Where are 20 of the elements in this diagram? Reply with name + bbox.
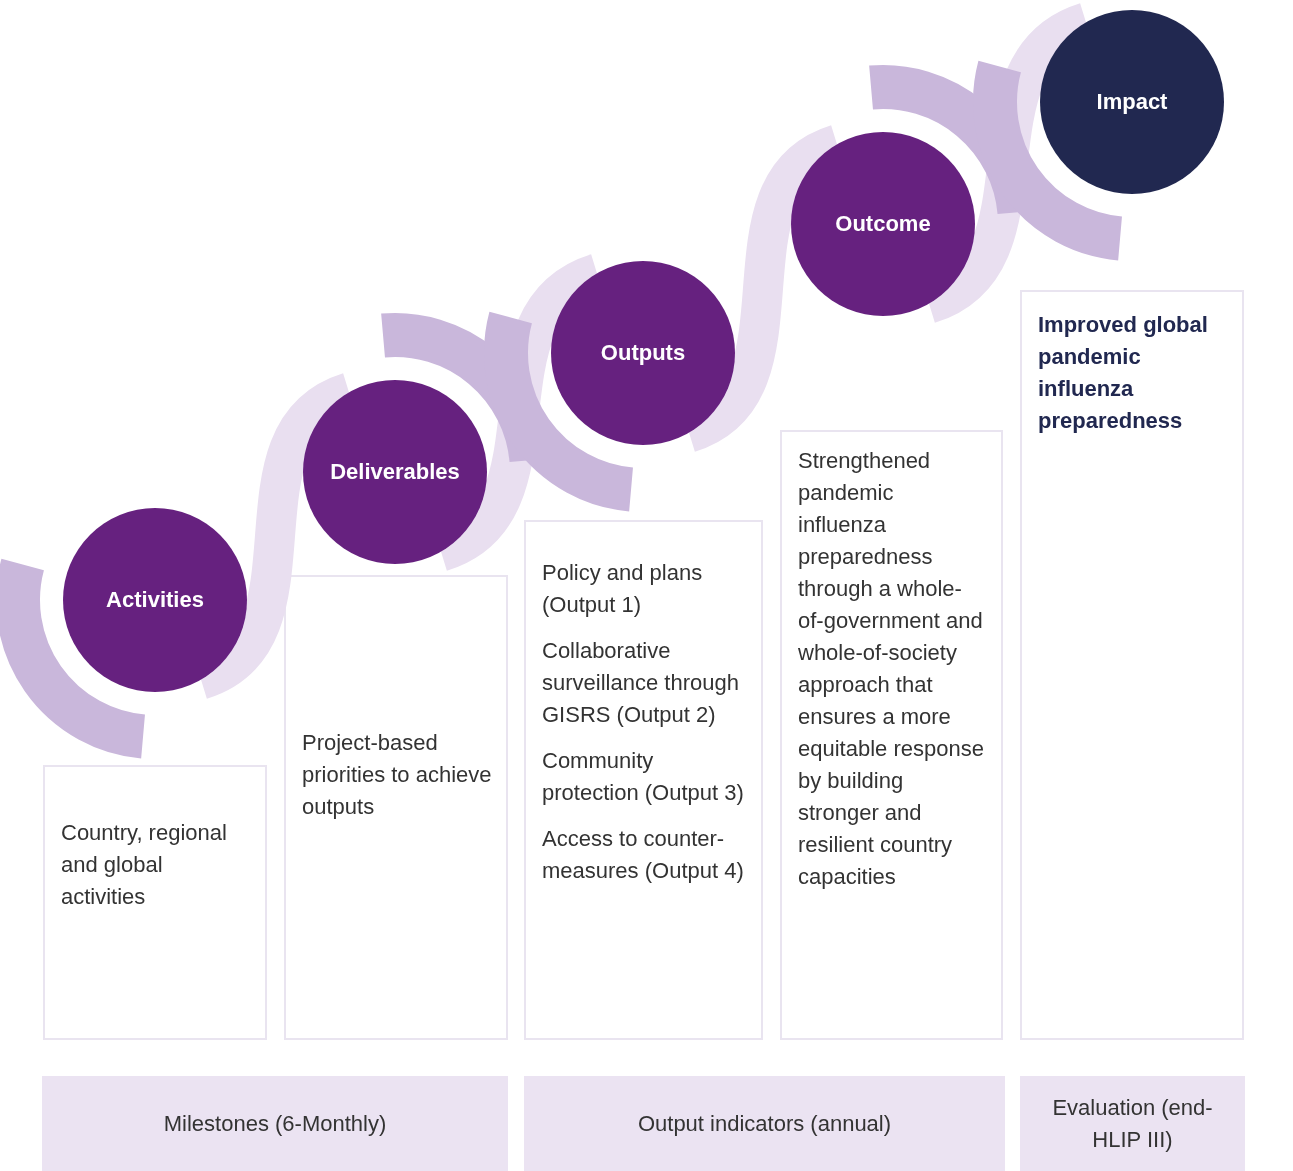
description-text: Project-based priorities to achieve outputs — [302, 729, 492, 821]
description-text: Strengthened pandemic influenza preparedness through a whole-of-government and whole-of-society approach that ensures a more equitable response by building stronger and resilient country capacities — [798, 447, 985, 891]
stage-circle: Outputs — [551, 261, 735, 445]
description-text: Community protection (Output 3) — [542, 747, 745, 807]
description-text: Collaborative surveillance through GISRS (Output 2) — [542, 637, 740, 729]
column-panel — [524, 520, 763, 1040]
stage-circle: Outcome — [791, 132, 975, 316]
column-panel — [43, 765, 267, 1040]
indicator-band: Evaluation (end-HLIP III) — [1020, 1076, 1245, 1171]
column-panel — [1020, 290, 1244, 1040]
description-text: Country, regional and global activities — [61, 819, 228, 911]
indicator-band: Output indicators (annual) — [524, 1076, 1005, 1171]
column-panel — [284, 575, 508, 1040]
description-text: Access to counter-measures (Output 4) — [542, 825, 745, 885]
stage-circle: Deliverables — [303, 380, 487, 564]
description-text: Policy and plans (Output 1) — [542, 559, 704, 619]
column-panel — [780, 430, 1003, 1040]
indicator-band: Milestones (6-Monthly) — [42, 1076, 508, 1171]
stage-circle: Impact — [1040, 10, 1224, 194]
description-text: Improved global pandemic influenza preparedness — [1038, 311, 1209, 435]
